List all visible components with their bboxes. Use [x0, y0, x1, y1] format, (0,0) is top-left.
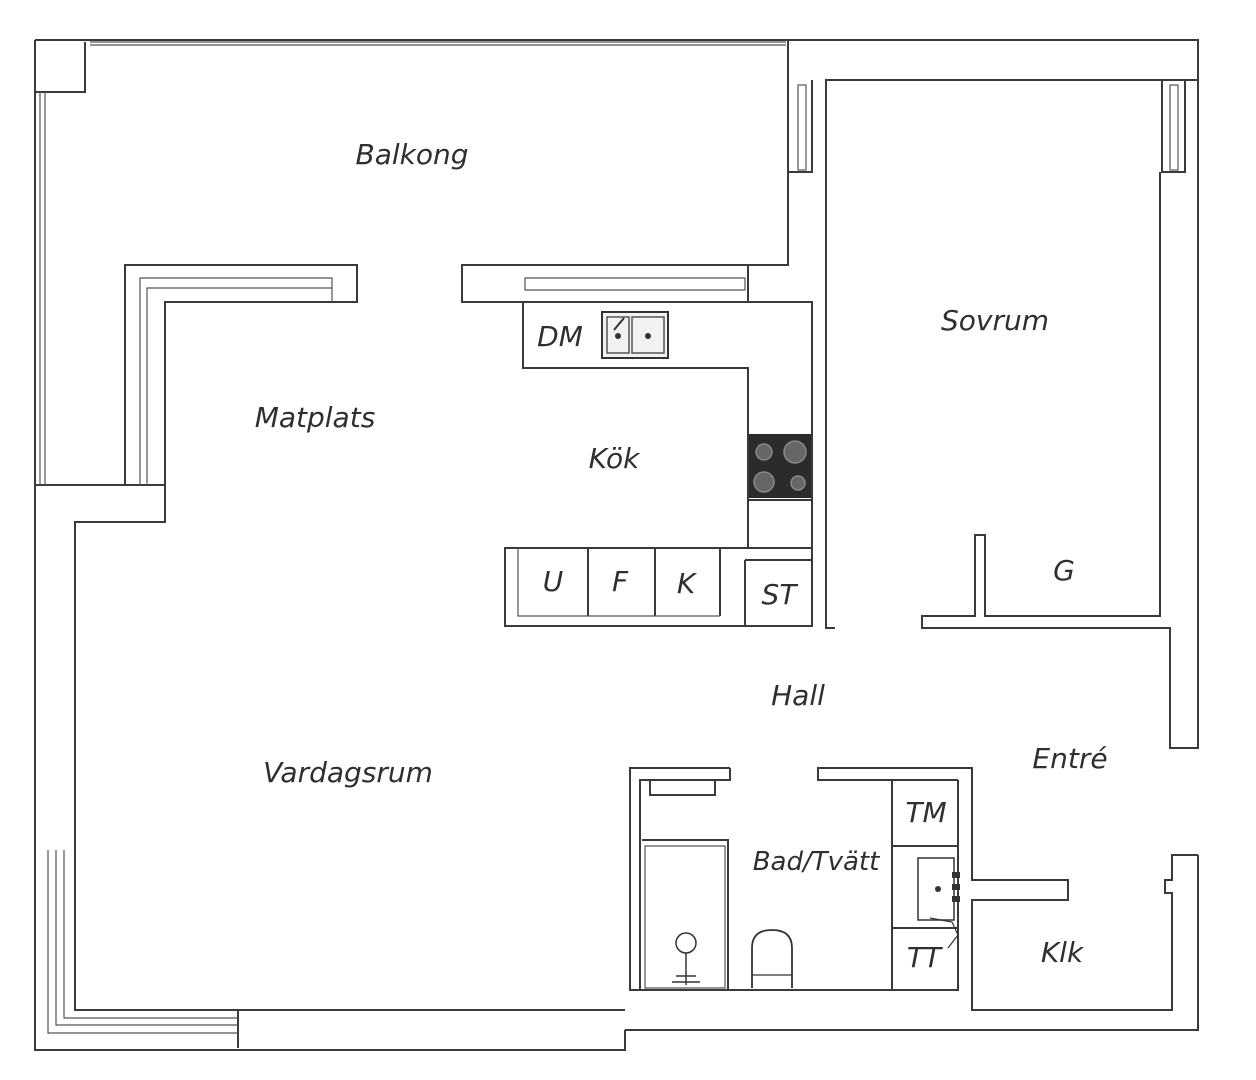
fixture-label-tt: TT — [907, 941, 943, 974]
kitchen-walls — [461, 264, 813, 627]
washbasin-icon — [917, 857, 960, 949]
toilet-icon — [751, 929, 793, 988]
room-label-kok: Kök — [589, 442, 641, 475]
fixture-label-k: K — [677, 567, 698, 600]
fixture-label-u: U — [543, 565, 564, 598]
room-label-balkong: Balkong — [355, 138, 468, 171]
room-label-vardagsrum: Vardagsrum — [263, 756, 433, 789]
shower-icon — [672, 932, 700, 985]
room-label-bad-tvatt: Bad/Tvätt — [753, 847, 880, 877]
stove-icon — [749, 434, 811, 498]
fixture-label-dm: DM — [537, 320, 583, 353]
fixture-label-f: F — [612, 565, 629, 598]
room-label-sovrum: Sovrum — [941, 304, 1049, 337]
fixture-label-g: G — [1053, 554, 1075, 587]
fixture-label-st: ST — [762, 578, 799, 611]
windows — [39, 41, 1179, 1034]
dining-half-wall — [124, 264, 358, 485]
fixture-label-tm: TM — [905, 796, 946, 829]
room-label-matplats: Matplats — [255, 401, 376, 434]
room-label-hall: Hall — [771, 679, 825, 712]
kitchen-sink — [601, 311, 669, 359]
room-label-klk: Klk — [1041, 936, 1085, 969]
room-label-entre: Entré — [1032, 742, 1107, 775]
outer-walls — [34, 39, 1199, 1051]
